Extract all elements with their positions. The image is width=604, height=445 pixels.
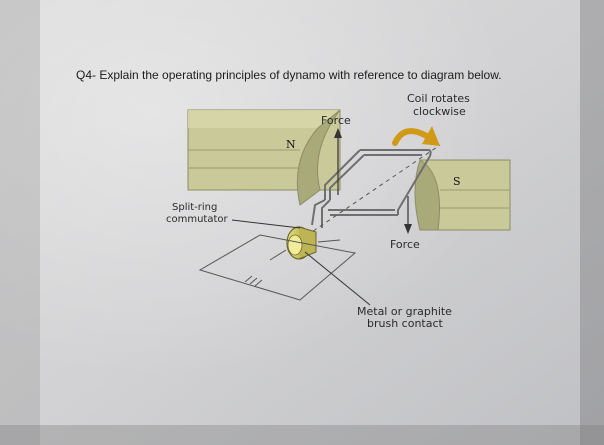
- leader-split-ring: [231, 219, 301, 229]
- question-text: Q4- Explain the operating principles of …: [76, 68, 502, 82]
- rotation-arrow-icon: [392, 126, 440, 146]
- label-force-top: Force: [321, 114, 351, 127]
- label-magnet-n: N: [286, 138, 296, 151]
- label-brush-1: Metal or graphite: [357, 305, 452, 318]
- magnet-north: N: [187, 109, 341, 206]
- label-magnet-s: S: [453, 175, 461, 188]
- force-arrow-down: [404, 196, 412, 234]
- external-circuit: [198, 234, 357, 301]
- magnet-south: S: [414, 159, 511, 231]
- coil: [311, 149, 432, 228]
- commutator: [286, 226, 317, 260]
- label-brush-2: brush contact: [367, 317, 444, 330]
- label-coil-rotates-2: clockwise: [413, 105, 466, 118]
- label-split-ring-2: commutator: [166, 214, 229, 225]
- brush-lead-right: [317, 239, 341, 243]
- label-split-ring-1: Split-ring: [172, 202, 217, 213]
- brush-lead-left: [269, 249, 287, 261]
- force-arrow-up: [334, 128, 342, 195]
- label-coil-rotates-1: Coil rotates: [407, 92, 470, 105]
- leader-brush: [304, 251, 371, 306]
- label-force-bottom: Force: [390, 238, 420, 251]
